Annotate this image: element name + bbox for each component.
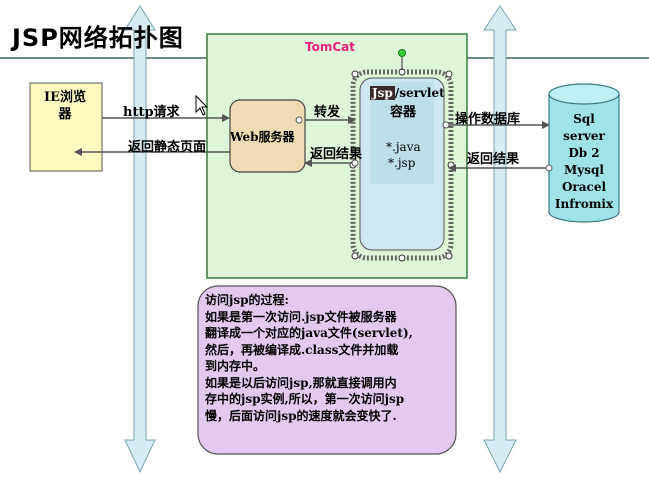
servlet-container-label: Jsp/servlet xyxy=(370,85,445,102)
mouse-cursor-icon xyxy=(195,94,209,116)
db-item: Mysql xyxy=(564,163,604,177)
tomcat-label: TomCat xyxy=(305,40,355,54)
note-text: 访问jsp的过程: 如果是第一次访问.jsp文件被服务器 翻译成一个对应的jav… xyxy=(205,292,450,424)
servlet-container-label-line2: 容器 xyxy=(390,105,417,120)
note-line: 如果是以后访问jsp,那就直接调用内 xyxy=(205,375,397,390)
db-item: Db 2 xyxy=(568,146,600,160)
java-extension: *.java xyxy=(386,140,421,154)
note-line: 如果是第一次访问.jsp文件被服务器 xyxy=(205,309,397,324)
left-pillar xyxy=(124,5,156,474)
note-line: 然后，再被编译成.class文件并加载 xyxy=(205,342,399,357)
return-result-left-label: 返回结果 xyxy=(310,147,363,162)
web-server-box xyxy=(229,99,306,173)
note-bubble xyxy=(197,285,457,455)
note-line: 到内存中。 xyxy=(205,359,266,373)
database-list: Sql server Db 2 Mysql Oracel Infromix xyxy=(551,111,617,213)
return-result-right-label: 返回结果 xyxy=(467,152,520,167)
jsp-tag: Jsp xyxy=(370,86,395,100)
note-line: 翻译成一个对应的java文件(servlet), xyxy=(205,326,413,340)
web-server-label: Web服务器 xyxy=(230,130,295,144)
http-request-label: http请求 xyxy=(123,105,180,120)
forward-label: 转发 xyxy=(314,105,341,120)
rotate-handle xyxy=(398,49,406,57)
browser-box xyxy=(29,82,103,172)
return-static-label: 返回静态页面 xyxy=(128,140,207,155)
jsp-extension: *.jsp xyxy=(388,156,416,170)
operate-db-label: 操作数据库 xyxy=(455,112,521,127)
note-line: 慢，后面访问jsp的速度就会变快了. xyxy=(205,408,397,423)
database-cylinder xyxy=(548,83,620,223)
right-pillar xyxy=(483,5,517,474)
note-line: 访问jsp的过程: xyxy=(205,293,289,307)
db-item: Sql server xyxy=(563,112,605,143)
db-item: Oracel xyxy=(561,180,607,194)
page-title: JSP网络拓扑图 xyxy=(12,24,184,52)
db-item: Infromix xyxy=(554,197,614,211)
note-line: 存中的jsp实例,所以，第一次访问jsp xyxy=(205,392,405,406)
servlet-label-suffix: /servlet xyxy=(394,86,445,100)
browser-label: IE浏览器 xyxy=(44,90,86,122)
